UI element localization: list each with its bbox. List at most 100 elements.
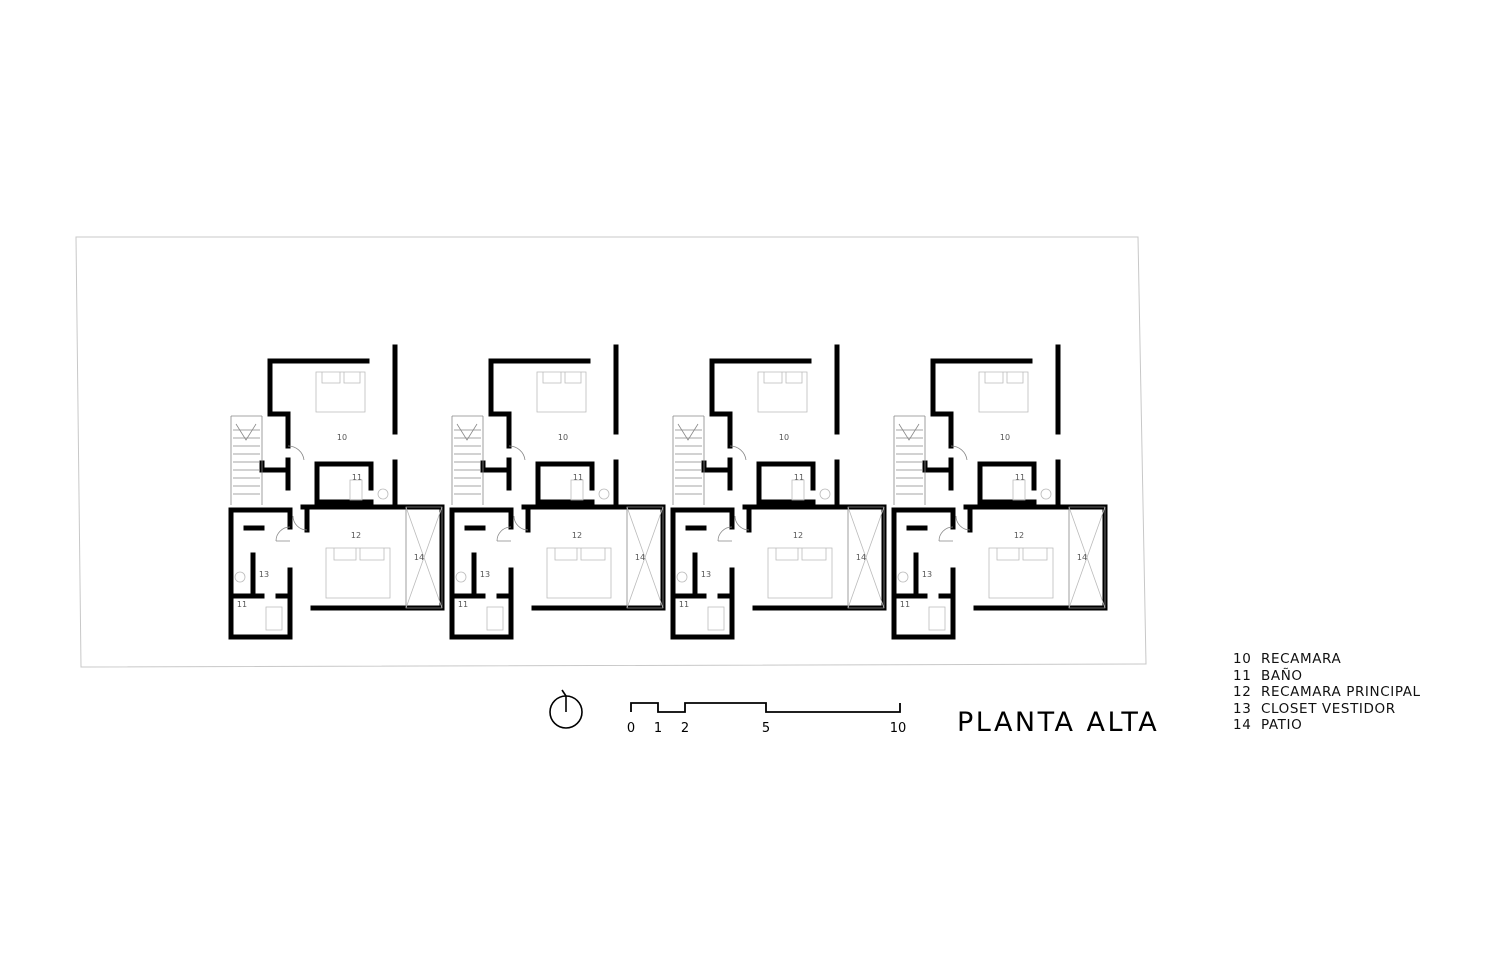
stair-arrow [677,423,699,441]
room-label-recamara-principal: 12 [351,531,361,540]
sink-icon [234,571,246,583]
legend-label: CLOSET VESTIDOR [1261,700,1396,717]
scale-bar: 0 1 2 5 10 [627,702,906,736]
scale-tick-2: 2 [681,721,689,736]
wall [977,461,1037,505]
room-label-bano: 11 [679,600,689,609]
patio-cross [1068,506,1106,609]
legend-item: 10 RECAMARA [1233,651,1421,668]
legend-item: 14 PATIO [1233,717,1421,734]
stair-arrow [235,423,257,441]
toilet-icon [265,606,283,631]
room-label-bano: 11 [1015,473,1025,482]
staircase [893,415,926,505]
room-label-bano: 11 [900,600,910,609]
door-swing [513,515,529,531]
room-label-bano: 11 [352,473,362,482]
wall [480,460,507,473]
room-label-closet: 13 [480,570,490,579]
bed-outline [325,547,391,599]
sink-icon [897,571,909,583]
room-label-recamara-principal: 12 [793,531,803,540]
legend-number: 14 [1233,717,1252,734]
stair-outline [893,415,926,505]
wall [756,461,816,505]
staircase [230,415,263,505]
room-label-recamara-principal: 12 [572,531,582,540]
bed-outline [767,547,833,599]
room-label-recamara: 10 [1000,433,1010,442]
toilet-icon [1012,479,1026,501]
legend-number: 11 [1233,667,1252,684]
bed-outline [546,547,612,599]
scale-tick-5: 5 [762,721,770,736]
wall [488,358,591,449]
legend-label: RECAMARA PRINCIPAL [1261,684,1421,701]
bed-outline [757,371,808,413]
legend-number: 13 [1233,700,1252,717]
wall [267,358,370,449]
wall [259,460,286,473]
room-label-closet: 13 [701,570,711,579]
patio-cross [405,506,443,609]
patio-cross [626,506,664,609]
room-label-bano: 11 [458,600,468,609]
sink-icon [455,571,467,583]
north-arrow-icon [549,689,583,729]
sink-icon [1040,488,1052,500]
wall [709,358,812,449]
door-swing [292,515,308,531]
bed-outline [988,547,1054,599]
toilet-icon [349,479,363,501]
legend-item: 12 RECAMARA PRINCIPAL [1233,684,1421,701]
sink-icon [377,488,389,500]
bed-outline [536,371,587,413]
room-label-bano: 11 [237,600,247,609]
bed-outline [315,371,366,413]
room-label-closet: 13 [922,570,932,579]
room-label-recamara: 10 [558,433,568,442]
wall [701,460,728,473]
door-swing [275,526,291,542]
stair-outline [672,415,705,505]
staircase [672,415,705,505]
legend-label: BAÑO [1261,667,1303,684]
unit-plan: 10 11 12 13 11 14 [228,344,445,640]
room-label-recamara-principal: 12 [1014,531,1024,540]
door-swing [734,515,750,531]
wall [922,460,949,473]
site-outline [75,236,1147,668]
toilet-icon [486,606,504,631]
stair-arrow [898,423,920,441]
unit-plan: 10 11 12 13 11 14 [449,344,666,640]
room-label-bano: 11 [573,473,583,482]
room-label-patio: 14 [635,553,645,562]
room-label-recamara: 10 [779,433,789,442]
toilet-icon [791,479,805,501]
stair-arrow [456,423,478,441]
stair-outline [451,415,484,505]
legend-label: RECAMARA [1261,651,1342,667]
wall [449,507,514,640]
room-label-patio: 14 [414,553,424,562]
scale-tick-0: 0 [627,721,635,736]
wall [930,358,1033,449]
door-swing [508,445,526,461]
room-label-recamara: 10 [337,433,347,442]
sink-icon [598,488,610,500]
wall [670,507,735,640]
room-label-closet: 13 [259,570,269,579]
toilet-icon [707,606,725,631]
door-swing [717,526,733,542]
door-swing [950,445,968,461]
staircase [451,415,484,505]
door-swing [729,445,747,461]
wall [228,507,293,640]
scale-tick-1: 1 [654,721,662,736]
sink-icon [819,488,831,500]
legend-label: PATIO [1261,717,1303,734]
wall [535,461,595,505]
door-swing [287,445,305,461]
